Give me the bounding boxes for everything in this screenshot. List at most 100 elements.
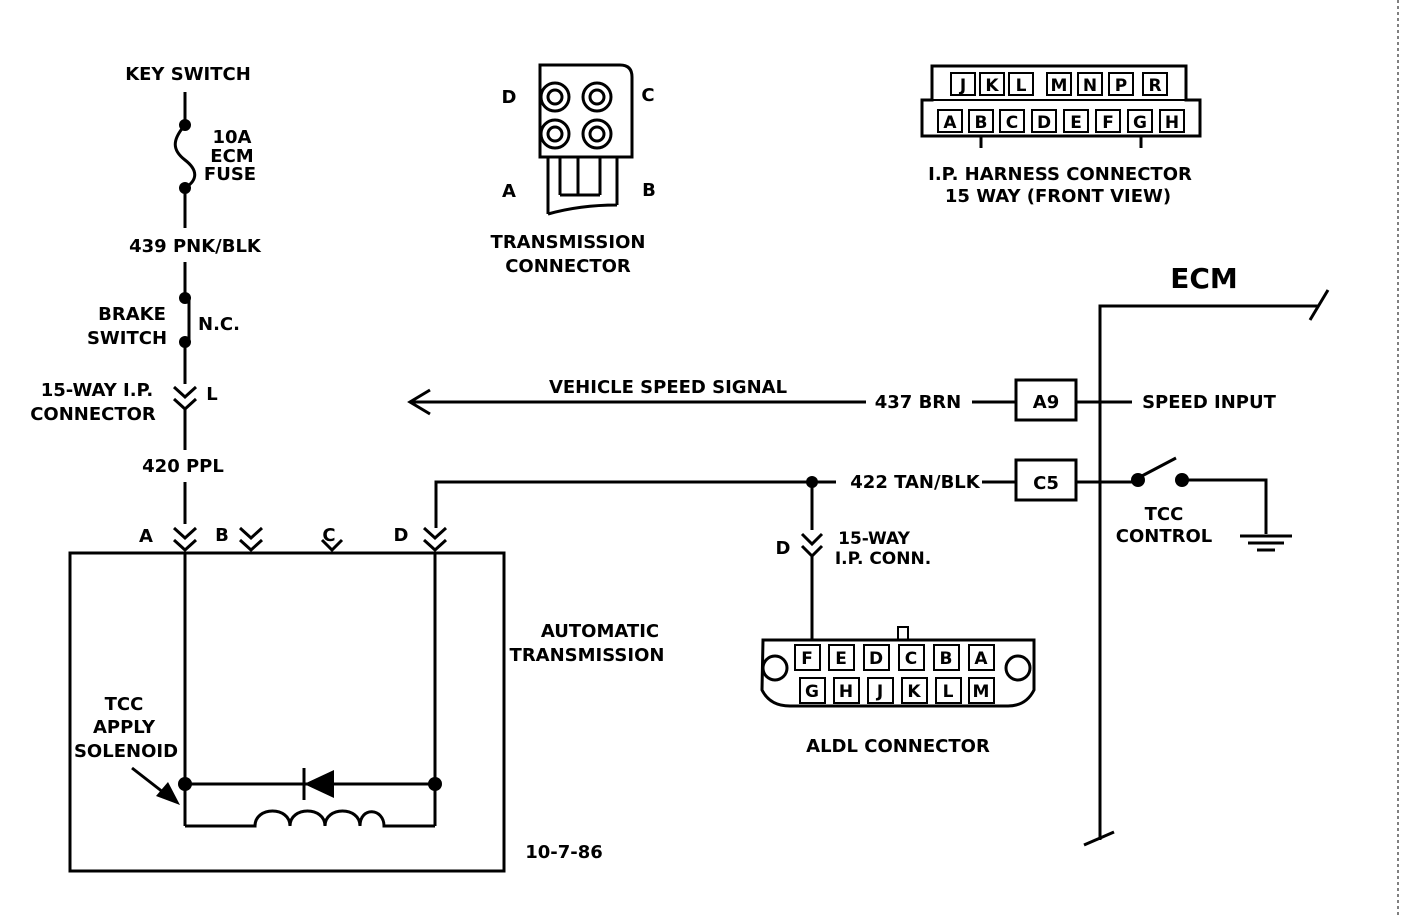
svg-text:H: H [1165, 113, 1179, 133]
solenoid-pointer-arrowhead-icon [156, 782, 180, 805]
ip-connector-label-1: 15-WAY I.P. [41, 380, 154, 401]
solenoid-junction-left [178, 777, 192, 791]
svg-text:B: B [975, 113, 988, 133]
aldl-pin: L [935, 677, 962, 704]
svg-text:E: E [1070, 113, 1082, 133]
svg-text:K: K [907, 682, 921, 702]
vss-label: VEHICLE SPEED SIGNAL [549, 377, 787, 398]
solenoid-junction-right [428, 777, 442, 791]
trans-pin-a-chevron-icon [172, 526, 198, 553]
trans-pin-c-label: C [322, 525, 335, 546]
trans-pin-a-label: A [139, 526, 153, 547]
ip-harness-pin: H [1159, 109, 1185, 133]
aldl-pin: K [901, 677, 928, 704]
aldl-top-row: F E D C B A [794, 644, 995, 671]
pin-a9-label: A9 [1033, 392, 1059, 413]
trans-pin-b-chevron-icon [238, 526, 264, 553]
aldl-pin: A [968, 644, 995, 671]
tcc-solenoid-label-2: APPLY [93, 717, 156, 738]
svg-text:L: L [1016, 76, 1027, 96]
key-switch-label: KEY SWITCH [125, 64, 251, 85]
svg-text:L: L [943, 682, 954, 702]
ip-harness-pin: N [1077, 72, 1103, 96]
trans-conn-pin-d: D [502, 87, 517, 108]
ip-harness-pin: G [1127, 109, 1153, 133]
trans-conn-label-2: CONNECTOR [505, 256, 631, 277]
ip-harness-pin: E [1063, 109, 1089, 133]
pin-a9-box [1014, 378, 1078, 422]
aldl-pin: F [794, 644, 821, 671]
ecm-boundary [1098, 304, 1318, 840]
aldl-pin: D [863, 644, 890, 671]
trans-pin-d-label: D [394, 525, 409, 546]
ip-harness-label-1: I.P. HARNESS CONNECTOR [928, 164, 1192, 185]
svg-text:C: C [905, 649, 917, 669]
aldl-label: ALDL CONNECTOR [806, 736, 990, 757]
aldl-pin: J [867, 677, 894, 704]
ecm-break-top [1308, 289, 1330, 321]
ip-harness-pin: M [1046, 72, 1072, 96]
tcc-ground-wire [1182, 478, 1268, 534]
ip-connector-pin: L [206, 384, 217, 405]
ip-harness-bottom-row: A B C D E F G H [937, 109, 1185, 133]
brake-switch-label-1: BRAKE [98, 304, 166, 325]
trans-pin-c-chevron-icon [320, 538, 344, 553]
svg-text:M: M [1051, 76, 1068, 96]
ecm-title: ECM [1170, 262, 1238, 295]
wire-422-main [434, 480, 836, 528]
svg-text:E: E [835, 649, 847, 669]
trans-pin-b-label: B [215, 525, 229, 546]
tcc-switch-blade [1137, 456, 1177, 480]
diagram-date: 10-7-86 [525, 842, 603, 863]
ip-harness-pin: R [1142, 72, 1168, 96]
svg-text:G: G [805, 682, 819, 702]
ecm-break-bottom [1083, 830, 1115, 847]
trans-pin-d-chevron-icon [422, 526, 448, 553]
svg-text:N: N [1083, 76, 1097, 96]
svg-text:A: A [974, 649, 988, 669]
tcc-solenoid-label-3: SOLENOID [74, 741, 178, 762]
tcc-control-label-1: TCC [1145, 504, 1184, 525]
svg-text:A: A [943, 113, 957, 133]
svg-text:P: P [1115, 76, 1127, 96]
svg-text:K: K [985, 76, 999, 96]
ip-harness-top-row: J K L M N P R [950, 72, 1168, 96]
wire-422-label: 422 TAN/BLK [850, 472, 980, 493]
trans-conn-pin-b: B [642, 180, 656, 201]
svg-text:M: M [973, 682, 990, 702]
ip-harness-pin: L [1008, 72, 1034, 96]
trans-conn-pin-c: C [641, 85, 654, 106]
ip-harness-pin: D [1031, 109, 1057, 133]
ip-harness-label-2: 15 WAY (FRONT VIEW) [945, 186, 1171, 207]
aldl-connector-icon [760, 626, 1036, 708]
fuse-word: FUSE [204, 164, 256, 185]
aldl-pin: E [828, 644, 855, 671]
tcc-control-label-2: CONTROL [1116, 526, 1213, 547]
svg-text:D: D [1037, 113, 1051, 133]
svg-text:J: J [959, 76, 966, 96]
speed-input-label: SPEED INPUT [1142, 392, 1277, 413]
automatic-transmission-box [68, 551, 506, 873]
aldl-pin: H [833, 677, 860, 704]
wire-437-label: 437 BRN [875, 392, 961, 413]
ip-harness-pin: J [950, 72, 976, 96]
svg-text:B: B [940, 649, 953, 669]
ip-harness-connector-icon [920, 64, 1202, 148]
ip-harness-pin: A [937, 109, 963, 133]
ip-connector-label-2: CONNECTOR [30, 404, 156, 425]
fuse-circuit: ECM [210, 146, 253, 167]
transmission-connector-icon [538, 63, 634, 216]
svg-text:J: J [876, 682, 883, 702]
trans-conn-label-1: TRANSMISSION [491, 232, 646, 253]
ip-harness-pin: P [1108, 72, 1134, 96]
ip-conn-small-label-2: I.P. CONN. [835, 549, 931, 569]
pin-c5-box [1014, 458, 1078, 502]
wire-439-label: 439 PNK/BLK [129, 236, 262, 257]
aldl-pin: G [799, 677, 826, 704]
ip-harness-pin: F [1095, 109, 1121, 133]
svg-text:D: D [869, 649, 883, 669]
brake-switch-nc: N.C. [198, 314, 240, 335]
ground-icon [1240, 534, 1292, 552]
ip-harness-pin: B [968, 109, 994, 133]
